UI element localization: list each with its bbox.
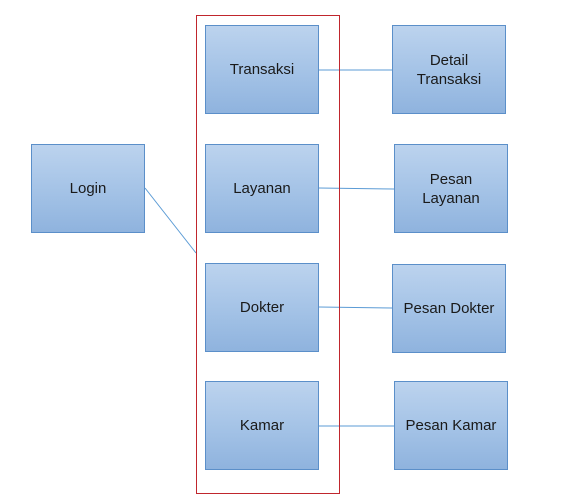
node-kamar: Kamar xyxy=(205,381,319,470)
edge-layanan-pesan-layanan xyxy=(318,187,395,190)
node-pesan-layanan: Pesan Layanan xyxy=(394,144,508,233)
menu-group-frame xyxy=(196,15,340,494)
node-dokter: Dokter xyxy=(205,263,319,352)
node-detail-transaksi: Detail Transaksi xyxy=(392,25,506,114)
node-pesan-dokter: Pesan Dokter xyxy=(392,264,506,353)
node-login: Login xyxy=(31,144,145,233)
node-layanan: Layanan xyxy=(205,144,319,233)
edge-dokter-pesan-dokter xyxy=(318,306,393,309)
edge-login-menu-group xyxy=(144,187,197,254)
node-transaksi: Transaksi xyxy=(205,25,319,114)
node-pesan-kamar: Pesan Kamar xyxy=(394,381,508,470)
